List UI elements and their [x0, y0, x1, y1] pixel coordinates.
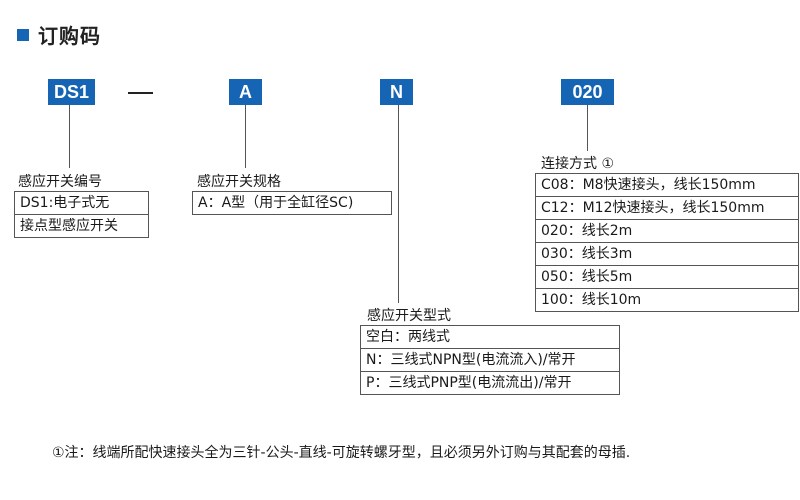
connector-line-3	[398, 105, 399, 303]
option-row: 100：线长10m	[536, 288, 798, 311]
option-row: 接点型感应开关	[15, 214, 148, 237]
code-dash	[128, 92, 153, 94]
group-title-switch-type: 感应开关型式	[367, 308, 451, 324]
option-row: A：A型（用于全缸径SC)	[198, 195, 354, 211]
group-title-connection: 连接方式 ①	[541, 156, 615, 172]
code-box-ds1: DS1	[48, 79, 95, 105]
option-row: 空白：两线式	[366, 329, 450, 345]
options-table-switch-number: DS1:电子式无 接点型感应开关	[14, 191, 149, 238]
options-table-connection: C08：M8快速接头，线长150mm C12：M12快速接头，线长150mm 0…	[535, 173, 799, 312]
option-row: 020：线长2m	[536, 219, 798, 242]
code-box-a: A	[229, 79, 262, 105]
option-row: 030：线长3m	[536, 242, 798, 265]
connector-line-2	[245, 105, 246, 168]
code-box-n: N	[380, 79, 413, 105]
option-row: C08：M8快速接头，线长150mm	[541, 177, 756, 193]
option-row: N：三线式NPN型(电流流入)/常开	[361, 348, 619, 371]
page-title: 订购码	[38, 24, 101, 48]
header-square-icon	[17, 29, 29, 41]
options-table-switch-type: 空白：两线式 N：三线式NPN型(电流流入)/常开 P：三线式PNP型(电流流出…	[360, 325, 620, 395]
option-row: P：三线式PNP型(电流流出)/常开	[361, 371, 619, 394]
option-row: C12：M12快速接头，线长150mm	[536, 196, 798, 219]
code-box-020: 020	[561, 79, 614, 105]
footnote: ①注：线端所配快速接头全为三针-公头-直线-可旋转螺牙型，且必须另外订购与其配套…	[52, 445, 631, 461]
group-title-switch-spec: 感应开关规格	[197, 174, 281, 190]
option-row: DS1:电子式无	[20, 195, 110, 211]
connector-line-4	[587, 105, 588, 151]
group-title-switch-number: 感应开关编号	[18, 174, 102, 190]
connector-line-1	[69, 105, 70, 168]
option-row: 050：线长5m	[536, 265, 798, 288]
options-table-switch-spec: A：A型（用于全缸径SC)	[192, 191, 392, 215]
